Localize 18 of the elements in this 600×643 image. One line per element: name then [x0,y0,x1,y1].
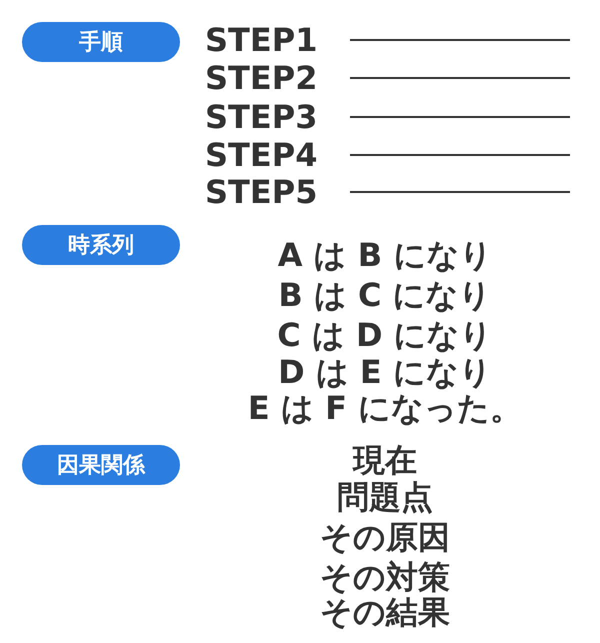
step-label: STEP5 [205,173,318,211]
category-label: 手順 [22,22,180,62]
category-label: 因果関係 [22,445,180,485]
category-label: 時系列 [22,225,180,265]
cause-effect-text: 問題点 [337,478,433,516]
step-label: STEP4 [205,136,318,174]
cause-effect-text: その原因 [320,518,450,556]
sequence-text: B は C になり [278,276,492,314]
cause-effect-text: その結果 [320,593,450,631]
step-label: STEP2 [205,59,318,97]
step-label: STEP3 [205,98,318,136]
step-label: STEP1 [205,21,318,59]
sequence-text: C は D になり [277,316,493,354]
sequence-text: D は E になり [278,353,492,391]
sequence-text: E は F になった。 [248,389,522,427]
cause-effect-text: その対策 [320,558,450,596]
cause-effect-text: 現在 [353,441,417,479]
sequence-text: A は B になり [278,236,492,274]
